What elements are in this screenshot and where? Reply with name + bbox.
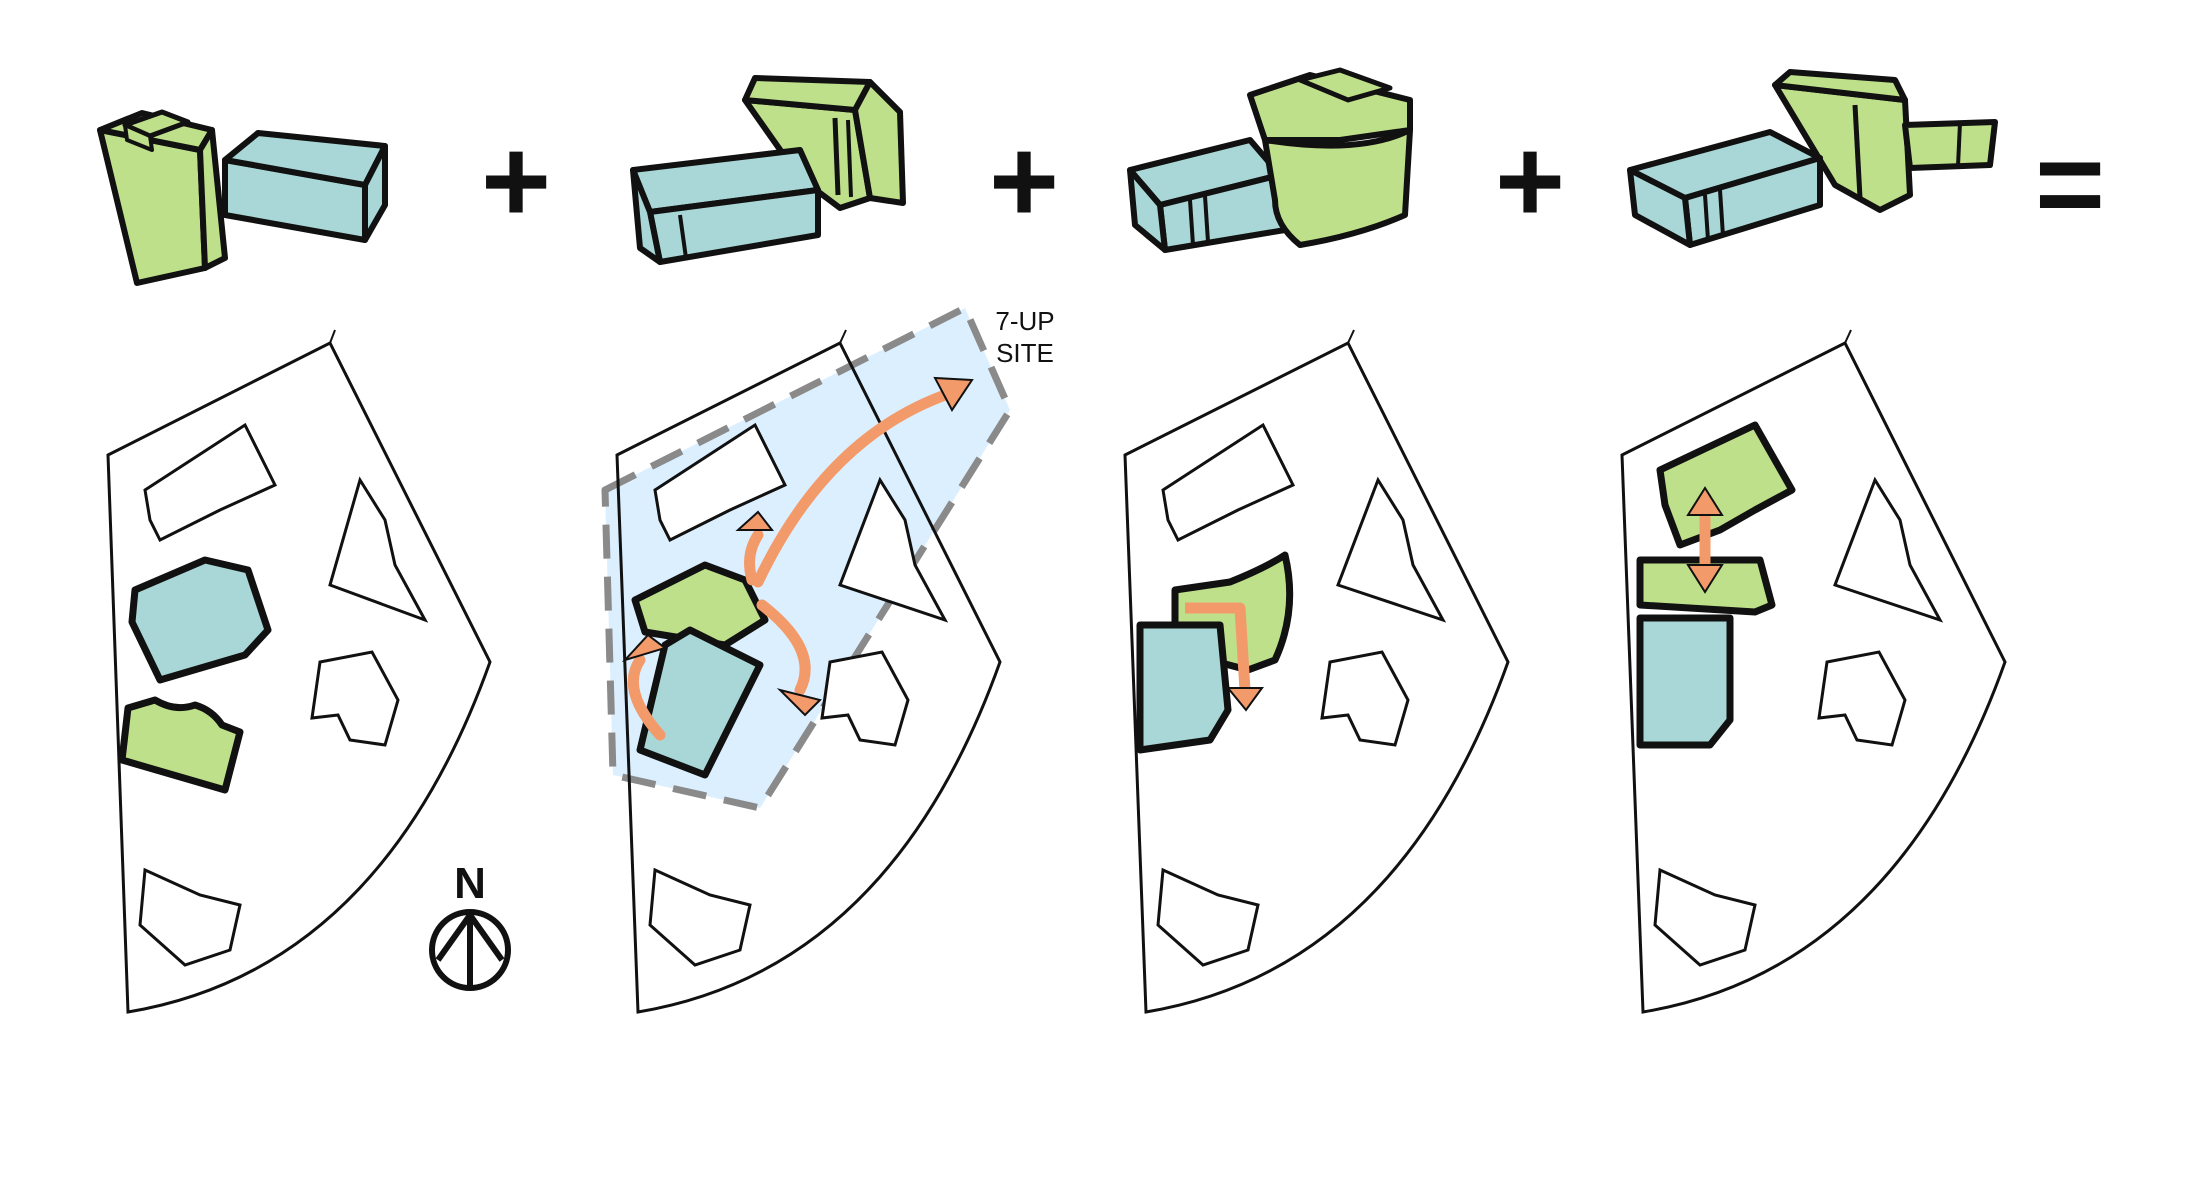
site-plan-4-arrow-head-down xyxy=(1686,564,1724,594)
north-arrow-head xyxy=(435,912,505,962)
site-plan-3-boundary xyxy=(1123,340,1510,1014)
site-plan-2-green-building xyxy=(631,561,769,649)
site-plan-3-blue-building xyxy=(1136,621,1232,754)
site-plan-2-context-building-south xyxy=(648,867,752,967)
site-plan-3-context-building-nw xyxy=(1161,422,1296,543)
site-plan-1-blue-building xyxy=(128,556,272,684)
site-plan-2-context-building-triangle xyxy=(838,476,949,623)
site-plan-4-blue-building xyxy=(1636,614,1734,749)
site-plan-2-arrow-long-head xyxy=(933,376,974,412)
site-plan-1-green-building xyxy=(118,696,244,794)
site-plan-2-context-building-nw xyxy=(653,422,788,543)
site-plan-4-boundary xyxy=(1620,340,2007,1014)
massing-1-green-cap-side xyxy=(123,123,154,152)
site-plan-2-arrow-short-up-head xyxy=(735,510,775,531)
site-plan-3-context-building-east xyxy=(1320,650,1410,747)
site-plan-2-arrow-curve-right-head xyxy=(776,688,822,717)
massing-4-green-top xyxy=(1772,69,1908,103)
site-plan-1-boundary xyxy=(106,340,492,1014)
site-plan-4 xyxy=(1620,329,2007,1014)
site-plan-1-context-building-east xyxy=(310,650,400,747)
site-plan-2-arrow-long-curve xyxy=(752,384,966,588)
massing-1-green-side xyxy=(197,127,228,271)
site-plan-2-blue-building xyxy=(636,626,764,779)
massing-2-green-fin-2 xyxy=(846,119,853,198)
massing-2-blue-side xyxy=(630,167,663,265)
massing-3-green-front xyxy=(1262,127,1413,248)
massing-4-blue-fin xyxy=(1703,194,1710,241)
north-arrow: N xyxy=(429,859,511,991)
massing-sketch-1 xyxy=(97,109,388,286)
site-plan-1-context-building-south xyxy=(138,867,242,967)
massing-1-green-front xyxy=(97,127,208,286)
site-plan-3-arrow-path xyxy=(1185,602,1251,691)
equals-operator: = xyxy=(2035,117,2105,251)
massing-4-green-fin xyxy=(1852,104,1863,199)
site-plan-4-arrow-head-up xyxy=(1686,486,1724,516)
site-plan-3 xyxy=(1123,329,1510,1014)
site-plan-1-context-building-nw xyxy=(143,422,278,543)
site-plan-1: N xyxy=(106,329,511,1014)
site-plan-2-arrow-curve-left-head xyxy=(621,633,668,663)
massing-4-green-wing xyxy=(1902,119,1998,171)
massing-2-green-side xyxy=(852,79,906,206)
site-plan-2: 7-UP SITE xyxy=(601,304,1055,1014)
site-plan-4-context-building-south xyxy=(1653,867,1757,967)
site-plan-2-arrow-short-up xyxy=(744,529,764,586)
massing-sketch-4 xyxy=(1627,69,1998,248)
massing-1-blue-side xyxy=(362,143,388,243)
massing-3-green-cap xyxy=(1297,67,1393,103)
site-plan-1-context-building-triangle xyxy=(328,476,429,623)
site-plan-3-context-building-triangle xyxy=(1336,476,1447,623)
site-plan-2-context-building-east xyxy=(820,650,910,747)
massing-4-green-wing-line xyxy=(1956,122,1962,167)
massing-2-blue-fin xyxy=(678,214,688,259)
site-plan-2-boundary xyxy=(615,340,1002,1014)
massing-2-green-fin xyxy=(832,117,841,196)
site-plan-2-arrow-curve-right xyxy=(756,599,811,696)
massing-3-blue-fin-2 xyxy=(1203,195,1210,243)
site-label-line-1: 7-UP xyxy=(995,306,1054,336)
site-plan-3-context-building-south xyxy=(1156,867,1260,967)
site-plan-4-context-building-triangle xyxy=(1833,476,1944,623)
massing-4-blue-side xyxy=(1627,167,1693,248)
massing-sketch-2 xyxy=(630,75,906,265)
site-plan-3-arrow-head xyxy=(1225,687,1264,712)
site-plan-4-context-building-east xyxy=(1817,650,1907,747)
massing-3-blue-side xyxy=(1127,167,1168,253)
massing-3-blue-fin xyxy=(1188,199,1195,246)
site-label-line-2: SITE xyxy=(996,338,1054,368)
plus-operator-3: + xyxy=(1495,114,1565,248)
site-plan-4-green-building-north xyxy=(1656,421,1796,549)
site-plan-2-arrow-curve-left xyxy=(627,654,666,741)
plus-operator-1: + xyxy=(481,114,551,248)
plus-operator-2: + xyxy=(989,114,1059,248)
massing-4-blue-fin-2 xyxy=(1718,189,1725,237)
massing-sketch-3 xyxy=(1127,67,1413,253)
north-arrow-letter: N xyxy=(454,859,486,908)
